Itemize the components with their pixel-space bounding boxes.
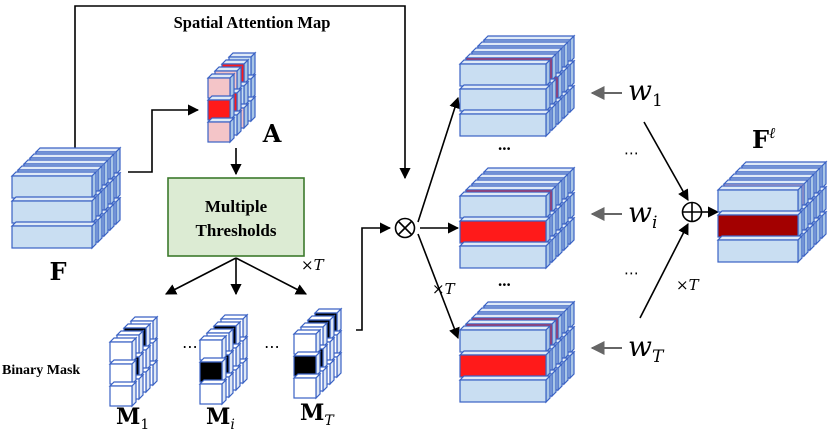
feature-stack-wt: [458, 300, 576, 404]
label-m1: M1: [116, 404, 149, 433]
thresholds-label-line1: Multiple: [205, 197, 268, 216]
label-F: F: [49, 257, 66, 286]
dots-weights-upper: ⋯: [624, 144, 639, 162]
title-spatial-attention-map: Spatial Attention Map: [174, 13, 331, 32]
label-mi: Mi: [206, 404, 235, 433]
arrow-thresholds-to-mt: [235, 257, 307, 295]
label-times-t-weights: ×T: [676, 276, 700, 294]
label-times-t-masks: ×T: [301, 256, 325, 274]
label-w1: w1: [628, 74, 663, 111]
feature-stack-w1: [458, 34, 576, 138]
dots-weights-lower: ⋯: [624, 264, 639, 282]
feature-stack-wi: [458, 166, 576, 270]
arrow-masks-to-multiply: [356, 222, 392, 331]
label-mt: MT: [300, 400, 335, 429]
dots-stack-upper: ...: [498, 135, 511, 154]
thresholds-box: Multiple Thresholds: [167, 177, 305, 257]
arrow-wt-to-sum: [639, 223, 689, 319]
arrow-w1-to-sum: [643, 121, 689, 201]
sum-operator: [681, 201, 703, 223]
label-times-t-stacks: ×T: [432, 280, 456, 298]
label-A: A: [262, 119, 282, 148]
feature-stack-input-F: [10, 146, 122, 250]
dots-stack-lower: ...: [498, 271, 511, 290]
arrow-f-to-attention: [128, 104, 200, 173]
binary-mask-m1: [108, 315, 159, 408]
label-f-output: Fℓ: [752, 124, 775, 154]
arrow-multiply-to-stackt: [417, 233, 460, 340]
feature-stack-output: [716, 160, 828, 264]
multiply-operator: [394, 217, 416, 239]
arrow-f-to-multiply: [74, 5, 411, 180]
label-wt: wT: [628, 330, 665, 367]
attention-map-A: [206, 51, 257, 144]
arrow-multiply-to-stack1: [417, 96, 461, 223]
dots-masks-right: ⋯: [264, 337, 280, 356]
dots-masks-left: ⋯: [182, 337, 198, 356]
label-wi: wi: [628, 196, 657, 233]
connection-arrows: [74, 5, 720, 340]
thresholds-label-line2: Thresholds: [196, 221, 277, 240]
arrow-thresholds-to-m1: [165, 257, 237, 295]
binary-mask-mi: [198, 313, 249, 406]
binary-mask-mt: [292, 307, 343, 400]
weight-arrows: [590, 86, 622, 355]
label-binary-mask: Binary Mask: [2, 363, 80, 378]
